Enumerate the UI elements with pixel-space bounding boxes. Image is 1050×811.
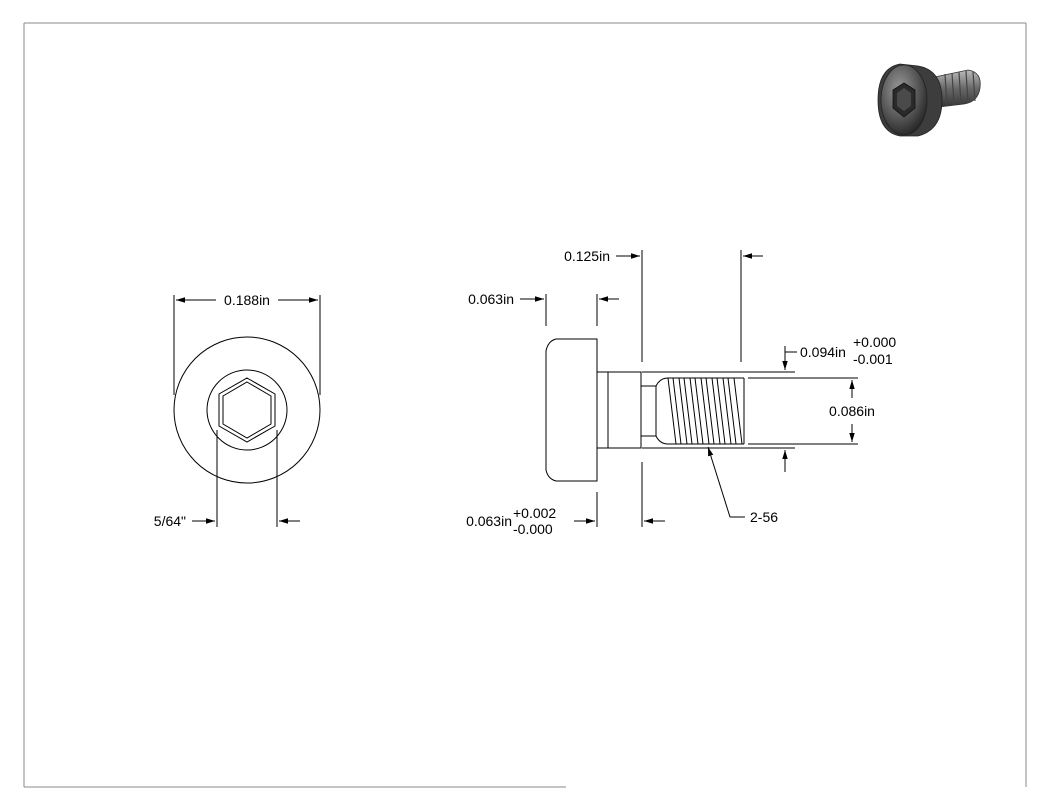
hex-size-dim: 5/64" xyxy=(154,513,186,529)
screw-head xyxy=(545,338,598,482)
length-dim: 0.125in xyxy=(564,248,610,264)
thread-callout: 2-56 xyxy=(750,509,778,525)
sheet-border xyxy=(23,22,1027,788)
shoulder-tol-plus: +0.002 xyxy=(513,505,556,521)
shoulder-tol-minus: -0.000 xyxy=(513,521,553,537)
head-outer-circle xyxy=(173,336,321,484)
thread-diameter-dim: 0.086in xyxy=(829,403,875,419)
front-view: 0.188in 5/64" xyxy=(154,292,321,529)
hex-socket xyxy=(218,377,276,443)
front-width-dim: 0.188in xyxy=(224,292,270,308)
hex-socket-inner xyxy=(222,381,272,439)
shoulder-diameter-tol-plus: +0.000 xyxy=(853,334,896,350)
head-height-dim: 0.063in xyxy=(468,291,514,307)
screw-thread xyxy=(667,377,745,445)
shoulder-length-dim: 0.063in xyxy=(466,513,512,529)
shoulder-screw-3d-icon xyxy=(877,63,981,137)
side-view: 0.125in 0.063in 0.063in +0.002 -0.000 0.… xyxy=(466,248,896,537)
shoulder-diameter-tol-minus: -0.001 xyxy=(853,351,893,367)
head-inner-circle xyxy=(206,369,288,451)
screw-shoulder xyxy=(597,371,642,449)
shoulder-diameter-dim: 0.094in xyxy=(800,344,846,360)
